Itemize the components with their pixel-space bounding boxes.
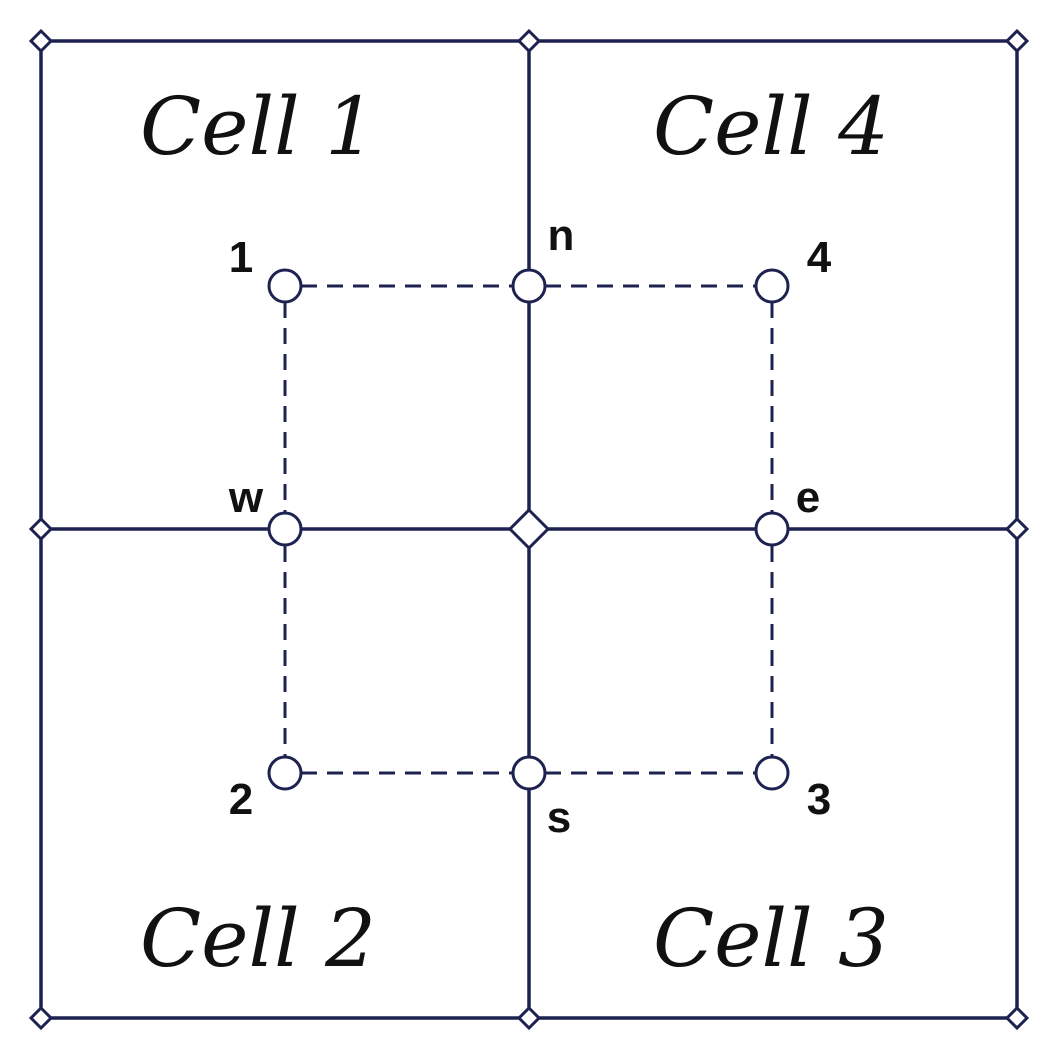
node-n-circle <box>511 268 547 304</box>
cell-1-label: Cell 1 <box>140 80 376 173</box>
vertex-diamond <box>1004 1005 1030 1031</box>
node-1-circle <box>267 268 303 304</box>
vertex-diamond <box>516 1005 542 1031</box>
node-n-label: n <box>548 211 575 260</box>
vertex-diamond <box>28 516 54 542</box>
node-1-label: 1 <box>229 233 253 282</box>
node-e-circle <box>754 511 790 547</box>
node-4-label: 4 <box>807 233 832 282</box>
node-2-label: 2 <box>229 775 253 824</box>
cell-2-label: Cell 2 <box>140 892 376 985</box>
node-3-circle <box>754 755 790 791</box>
vertex-diamond <box>1004 28 1030 54</box>
node-e-label: e <box>796 473 820 522</box>
vertex-diamond <box>28 28 54 54</box>
node-w-circle <box>267 511 303 547</box>
vertex-diamond <box>28 1005 54 1031</box>
node-2-circle <box>267 755 303 791</box>
vertices <box>28 28 1030 1031</box>
control-volume <box>283 284 774 775</box>
node-w-label: w <box>228 473 264 522</box>
node-s-label: s <box>547 793 571 842</box>
center-vertex-diamond <box>507 507 551 551</box>
node-3-label: 3 <box>807 775 831 824</box>
vertex-diamond <box>516 28 542 54</box>
node-4-circle <box>754 268 790 304</box>
nodes <box>267 268 790 791</box>
node-s-circle <box>511 755 547 791</box>
cell-4-label: Cell 4 <box>653 80 889 173</box>
cell-3-label: Cell 3 <box>653 892 889 985</box>
vertex-diamond <box>1004 516 1030 542</box>
